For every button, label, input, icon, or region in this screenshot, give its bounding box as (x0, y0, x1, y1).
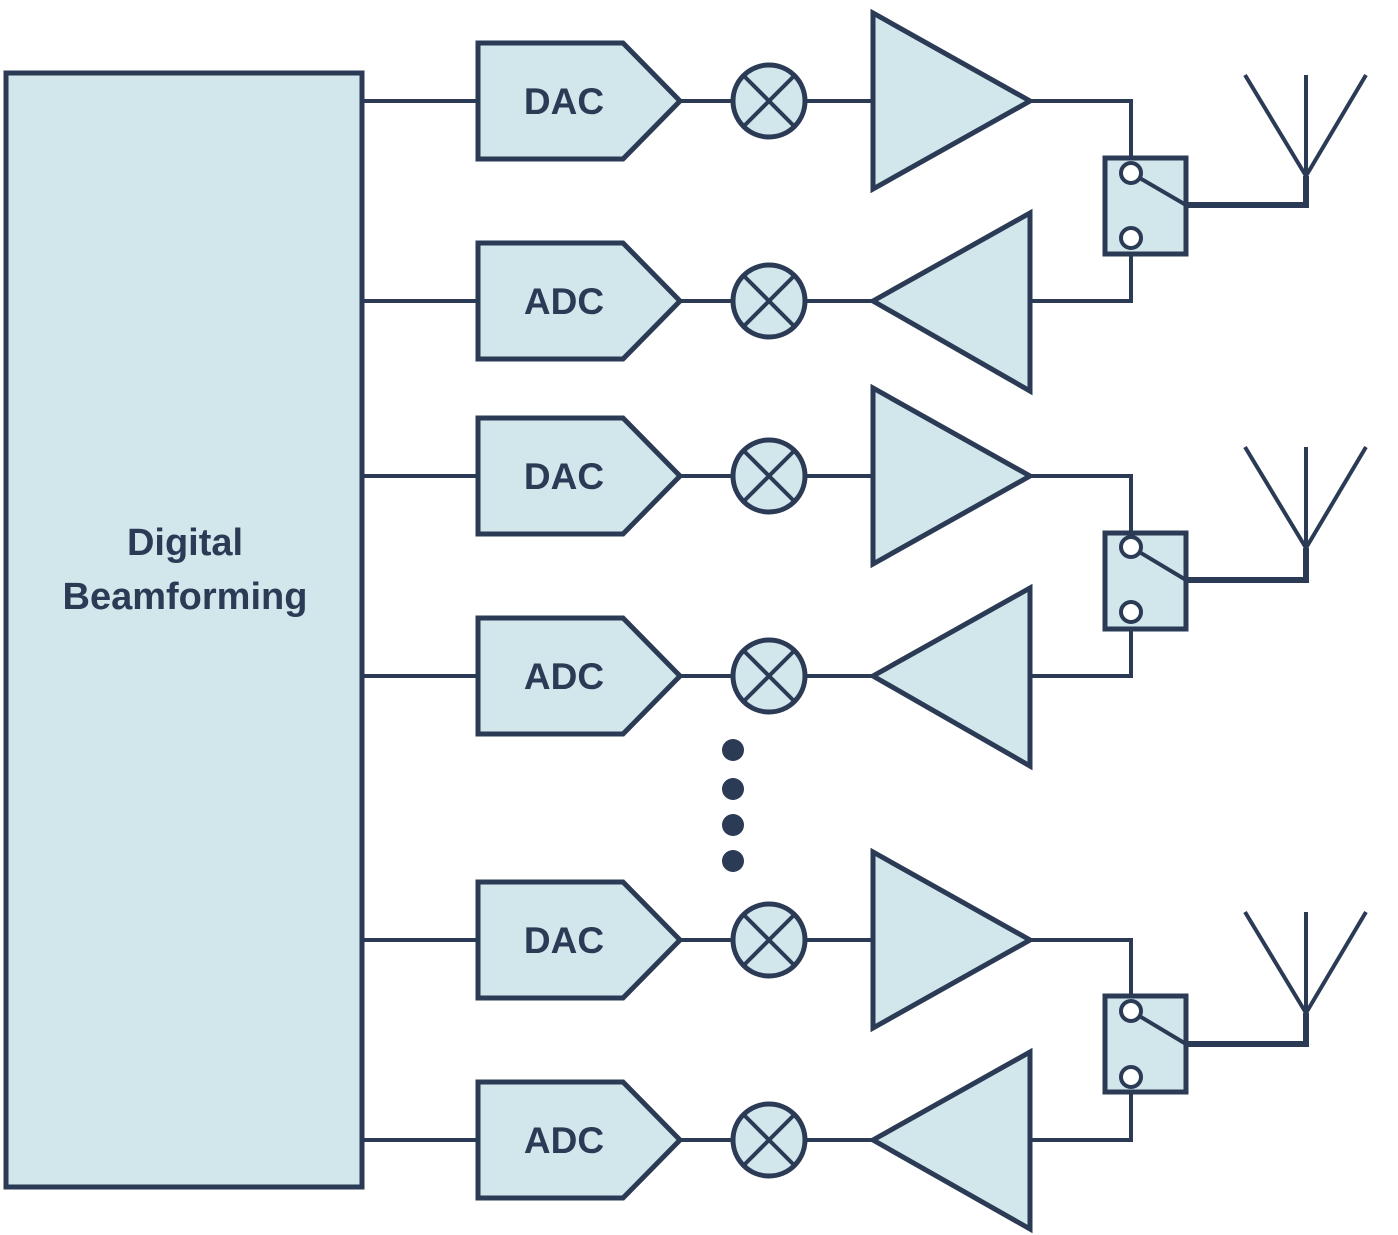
dac-block (475, 415, 684, 537)
ellipsis-dot (722, 814, 744, 836)
adc-label: ADC (524, 1120, 604, 1161)
power-amplifier-icon (870, 383, 1036, 569)
ellipsis-dot (722, 850, 744, 872)
antenna-feed (1186, 1013, 1309, 1047)
antenna-icon (1243, 73, 1368, 178)
power-amplifier-icon (870, 8, 1036, 194)
dac-block (475, 40, 684, 162)
mixer-icon (730, 637, 808, 715)
mixer-icon (730, 62, 808, 140)
wire (1030, 99, 1133, 173)
antenna-icon (1243, 910, 1368, 1015)
dac-label: DAC (524, 81, 604, 122)
low-noise-amplifier-icon (867, 583, 1033, 771)
wire (1030, 1077, 1133, 1142)
dac-label: DAC (524, 920, 604, 961)
power-amplifier-icon (870, 847, 1036, 1033)
low-noise-amplifier-icon (867, 1047, 1033, 1234)
antenna-icon (1243, 445, 1368, 550)
wire (1030, 612, 1133, 678)
wire (1030, 938, 1133, 1011)
channel-3: DAC ADC (362, 847, 1368, 1234)
low-noise-amplifier-icon (867, 208, 1033, 396)
adc-block (475, 615, 684, 737)
ellipsis-dot (722, 739, 744, 761)
rx-path: ADC (362, 583, 1133, 771)
antenna-feed (1186, 548, 1309, 583)
mixer-icon (730, 901, 808, 979)
channel-2: DAC ADC (362, 383, 1368, 771)
tr-switch-icon (1102, 530, 1189, 632)
mixer-icon (730, 437, 808, 515)
rx-path: ADC (362, 208, 1133, 396)
tr-switch-icon (1102, 155, 1189, 257)
wire (1030, 238, 1133, 303)
adc-block (475, 1079, 684, 1201)
adc-block (475, 240, 684, 362)
rx-path: ADC (362, 1047, 1133, 1234)
antenna-feed (1186, 176, 1309, 208)
dac-label: DAC (524, 456, 604, 497)
tr-switch-icon (1102, 993, 1189, 1095)
beamformer-label-line2: Beamforming (63, 576, 308, 618)
adc-label: ADC (524, 281, 604, 322)
beamformer-label-line1: Digital (127, 522, 243, 564)
wire (1030, 474, 1133, 547)
ellipsis-dots (722, 739, 744, 872)
adc-label: ADC (524, 656, 604, 697)
channel-1: DAC ADC (362, 8, 1368, 396)
dac-block (475, 879, 684, 1001)
tx-path: DAC (362, 847, 1133, 1033)
mixer-icon (730, 262, 808, 340)
digital-beamforming-block: Digital Beamforming (3, 70, 365, 1190)
tx-path: DAC (362, 8, 1133, 194)
ellipsis-dot (722, 778, 744, 800)
mixer-icon (730, 1101, 808, 1179)
tx-path: DAC (362, 383, 1133, 569)
